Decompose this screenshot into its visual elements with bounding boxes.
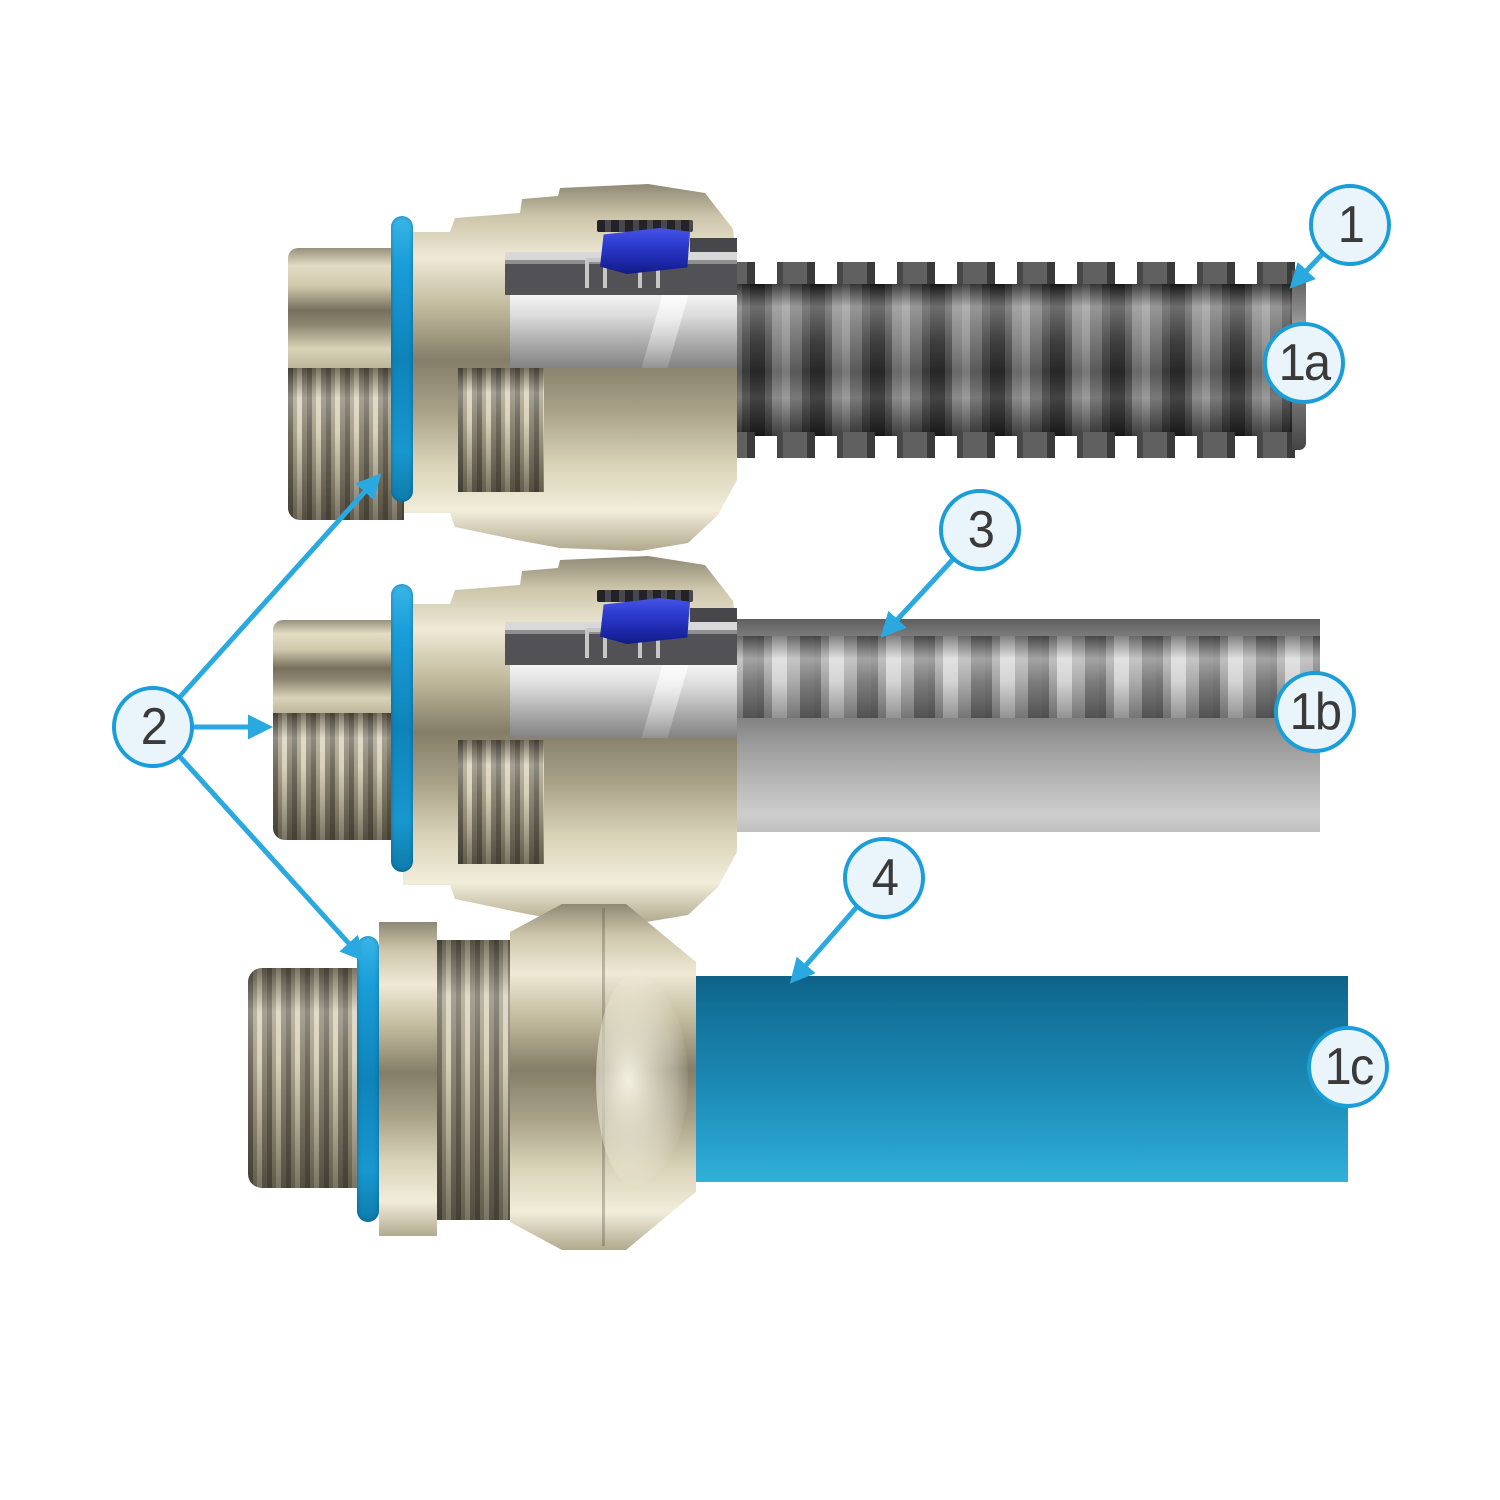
male-thread-stub-3: [248, 968, 357, 1188]
callout-1b: 1b: [1274, 671, 1356, 753]
callout-1-label: 1: [1337, 196, 1364, 254]
body-thread-section-2: [458, 740, 544, 864]
male-thread-stub-1: [288, 368, 404, 520]
liner-ferrule-2: [510, 665, 737, 738]
callout-1: 1: [1309, 184, 1391, 266]
liner-hook-icon: [585, 628, 607, 658]
conduit-1a-corrugation-top: [705, 262, 1303, 288]
o-ring-2: [391, 584, 413, 872]
conduit-1c-body: [690, 976, 1348, 1182]
o-ring-1: [391, 216, 413, 502]
male-thread-stub-bore-2: [273, 620, 404, 713]
lock-nut-hex: [379, 922, 437, 1236]
gland-nut-highlight: [596, 975, 688, 1185]
callout-1b-label: 1b: [1289, 683, 1342, 741]
body-thread-section-3: [437, 940, 511, 1220]
male-thread-stub-bore-1: [288, 248, 404, 368]
conduit-1b-core-ribs: [700, 636, 1320, 718]
callout-3-label: 3: [967, 501, 994, 559]
callout-1c-label: 1c: [1324, 1038, 1374, 1096]
o-ring-3: [357, 936, 379, 1222]
callout-1a: 1a: [1263, 322, 1345, 404]
seal-insert-2: [600, 598, 690, 644]
conduit-1a-body: [700, 284, 1303, 436]
body-thread-section-1: [458, 368, 544, 492]
seal-insert-1: [600, 228, 690, 274]
conduit-1b-jacket-cut-edge: [700, 619, 1320, 636]
liner-hook-icon: [585, 258, 607, 288]
male-thread-stub-2: [273, 713, 404, 840]
callout-3: 3: [939, 489, 1021, 571]
seal-knurl-strip: [597, 220, 693, 232]
seal-knurl-strip: [597, 590, 693, 602]
conduit-1a-corrugation-bottom: [705, 432, 1303, 458]
callout-2: 2: [112, 686, 194, 768]
callout-1a-label: 1a: [1278, 334, 1331, 392]
callout-4: 4: [843, 837, 925, 919]
callout-4-label: 4: [871, 849, 898, 907]
conduit-1b-jacket: [700, 718, 1320, 832]
liner-ferrule-1: [510, 295, 737, 368]
callout-1c: 1c: [1307, 1026, 1389, 1108]
callout-2-label: 2: [140, 698, 167, 756]
